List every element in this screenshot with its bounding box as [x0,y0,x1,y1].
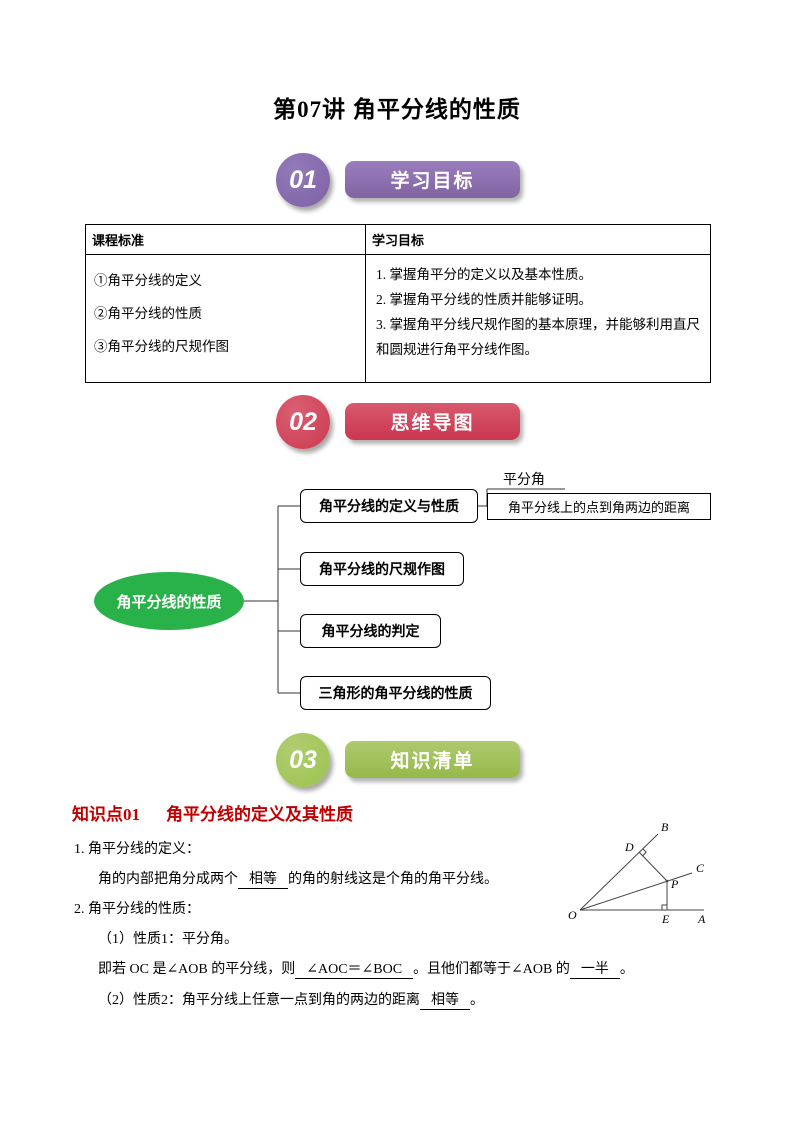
figure-label-A: A [697,912,706,926]
figure-label-C: C [696,861,705,875]
section-badge-03-number: 03 [289,745,317,774]
section-banner-knowledge-list-label: 知识清单 [390,751,475,772]
angle-bisector-figure: O A B C D E P [568,820,706,926]
section-banner-learning-goals-label: 学习目标 [390,171,475,192]
mindmap-root: 角平分线的性质 [94,572,244,630]
mindmap-node-triangle-bisector: 三角形的角平分线的性质 [300,676,491,710]
section-banner-knowledge-list: 知识清单 [345,741,520,778]
section-banner-learning-goals: 学习目标 [345,161,520,198]
knowledge-point-title: 角平分线的定义及其性质 [166,805,353,824]
property1-pre: 即若 OC 是∠AOB 的平分线，则 [98,962,296,977]
objective-item: 1. 掌握角平分的定义以及基本性质。 [376,267,592,282]
table-header-row: 课程标准 学习目标 [85,224,711,255]
property1-post: 。 [619,962,634,977]
table-cell-objectives: 1. 掌握角平分的定义以及基本性质。 2. 掌握角平分线的性质并能够证明。 3.… [365,254,711,383]
figure-label-B: B [661,820,669,834]
figure-label-P: P [670,877,679,891]
table-body-row: ①角平分线的定义 ②角平分线的性质 ③角平分线的尺规作图 1. 掌握角平分的定义… [85,254,711,383]
property1-blank-answer-1: ∠AOC＝∠BOC [295,961,414,979]
standard-item: ②角平分线的性质 [94,306,202,321]
property2-post: 。 [470,993,484,1008]
property2-pre: （2）性质2：角平分线上任意一点到角的两边的距离 [98,993,420,1008]
mindmap-node-definition-property: 角平分线的定义与性质 [300,489,478,523]
table-cell-standards: ①角平分线的定义 ②角平分线的性质 ③角平分线的尺规作图 [85,254,366,383]
figure-label-E: E [661,912,670,926]
definition-pre: 角的内部把角分成两个 [98,872,238,887]
property1-sentence: 即若 OC 是∠AOB 的平分线，则∠AOC＝∠BOC。且他们都等于∠AOB 的… [98,958,634,979]
knowledge-point-heading: 知识点01 角平分线的定义及其性质 [72,800,353,825]
table-header-course-standard: 课程标准 [85,224,366,255]
definition-item-title: 1. 角平分线的定义： [74,842,200,857]
objective-item: 3. 掌握角平分线尺规作图的基本原理，并能够利用直尺和圆规进行角平分线作图。 [376,317,700,357]
table-header-learning-goal: 学习目标 [365,224,711,255]
mindmap-node-judgement: 角平分线的判定 [300,614,441,648]
definition-post: 的角的射线这是个角的角平分线。 [288,872,498,887]
section-banner-mind-map-label: 思维导图 [390,413,475,434]
figure-label-D: D [624,840,634,854]
standard-item: ①角平分线的定义 [94,273,202,288]
mindmap-branch-distance: 角平分线上的点到角两边的距离 [487,493,711,520]
figure-label-O: O [568,908,577,922]
standard-item: ③角平分线的尺规作图 [94,339,229,354]
property1-mid: 。且他们都等于∠AOB 的 [413,962,570,977]
mindmap-node-construction: 角平分线的尺规作图 [300,552,464,586]
objective-item: 2. 掌握角平分线的性质并能够证明。 [376,292,592,307]
property1-title: （1）性质1：平分角。 [98,932,238,947]
section-banner-mind-map: 思维导图 [345,403,520,440]
definition-sentence: 角的内部把角分成两个相等的角的射线这是个角的角平分线。 [98,868,498,889]
section-badge-03: 03 [276,733,330,787]
definition-blank-answer: 相等 [238,871,288,889]
knowledge-point-badge: 知识点01 [72,805,140,824]
section-badge-02: 02 [276,395,330,449]
property2-sentence: （2）性质2：角平分线上任意一点到角的两边的距离相等。 [98,989,484,1010]
standards-table: 课程标准 学习目标 ①角平分线的定义 ②角平分线的性质 ③角平分线的尺规作图 1… [85,224,711,383]
property1-blank-answer-2: 一半 [569,961,620,979]
point-P-dot [665,879,669,883]
mindmap-branch-bisect-angle: 平分角 [503,471,545,487]
property-item-title: 2. 角平分线的性质： [74,902,200,917]
property2-blank-answer: 相等 [420,992,470,1010]
section-badge-02-number: 02 [289,407,317,436]
section-badge-01: 01 [276,153,330,207]
page-title: 第07讲 角平分线的性质 [273,97,521,122]
section-badge-01-number: 01 [289,165,317,194]
